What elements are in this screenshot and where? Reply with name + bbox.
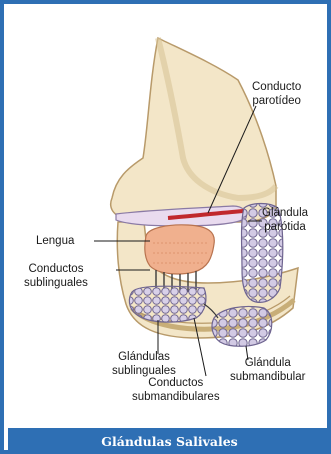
figure-caption: Glándulas Salivales — [101, 434, 237, 449]
label-glandulas-sublinguales: Glándulas sublinguales — [112, 350, 176, 378]
label-glandula-parotida: Glándula parótida — [262, 206, 308, 234]
sublingual-gland — [129, 286, 206, 322]
label-conducto-parotideo: Conducto parotídeo — [252, 80, 301, 108]
caption-bar: Glándulas Salivales — [8, 428, 331, 454]
tongue — [145, 225, 214, 274]
label-conductos-submandibulares: Conductos submandibulares — [132, 376, 220, 404]
label-lengua: Lengua — [36, 234, 74, 248]
label-glandula-submandibular: Glándula submandibular — [230, 356, 305, 384]
label-conductos-sublinguales: Conductos sublinguales — [24, 262, 88, 290]
submandibular-gland — [212, 306, 272, 346]
